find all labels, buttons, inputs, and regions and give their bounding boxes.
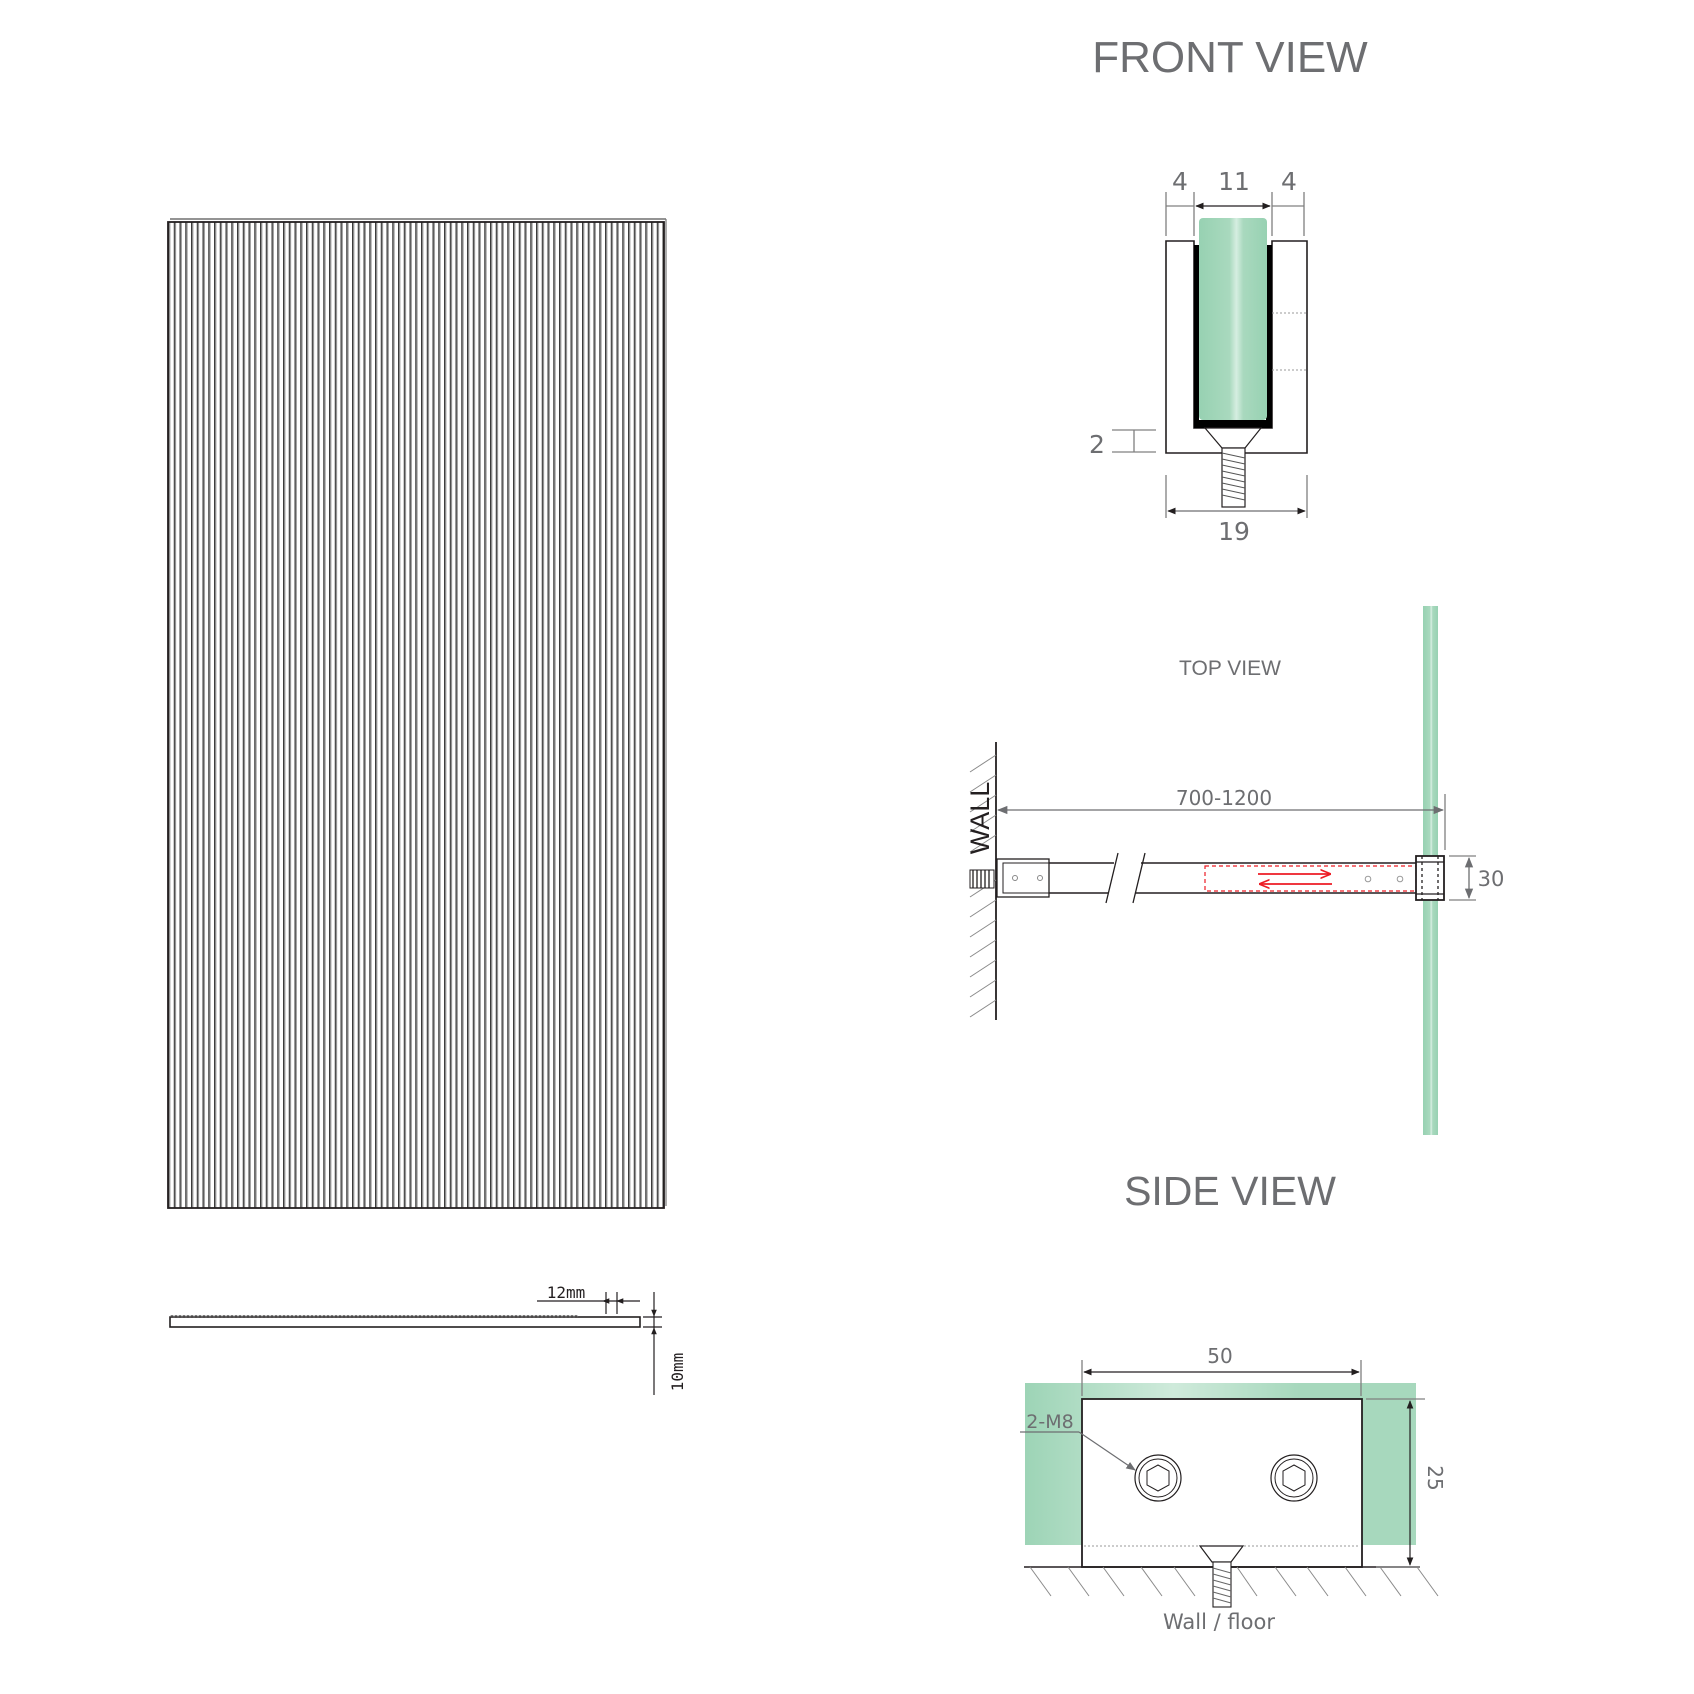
dim-overall-width: 19 bbox=[1218, 517, 1250, 546]
length-range-label: 700-1200 bbox=[1176, 786, 1272, 810]
screw-spec-label: 2-M8 bbox=[1026, 1411, 1073, 1433]
telescopic-inner-bar bbox=[1204, 865, 1417, 892]
set-screw-left bbox=[1134, 1454, 1182, 1502]
floor-hatch bbox=[1029, 1566, 1439, 1597]
side-view-title: SIDE VIEW bbox=[1124, 1168, 1336, 1214]
glass-section bbox=[1199, 218, 1267, 420]
dim-right-wall: 4 bbox=[1281, 167, 1297, 196]
side-view-drawing: 2-M8 50 25 Wall / floor bbox=[1020, 1344, 1447, 1634]
dim-base: 2 bbox=[1089, 430, 1105, 459]
clamp-body bbox=[1081, 1398, 1363, 1568]
fluted-panel-elevation bbox=[167, 218, 667, 1209]
panel-profile: 12mm 10mm bbox=[169, 1283, 687, 1395]
dim-left-wall: 4 bbox=[1172, 167, 1188, 196]
glass-clamp bbox=[1415, 855, 1445, 901]
profile-wave bbox=[169, 1315, 579, 1318]
front-view-drawing: 4 11 4 2 19 bbox=[1089, 167, 1308, 546]
wall-mount-block bbox=[996, 858, 1050, 898]
dim-channel: 11 bbox=[1218, 167, 1250, 196]
wall-label: WALL bbox=[965, 782, 995, 855]
height-dim-label: 25 bbox=[1423, 1465, 1447, 1490]
width-dim-label: 50 bbox=[1207, 1344, 1232, 1368]
panel-outline bbox=[167, 221, 665, 1209]
profile-thickness-label: 10mm bbox=[668, 1353, 687, 1392]
flute-lines bbox=[168, 222, 664, 1208]
top-view-title: TOP VIEW bbox=[1179, 657, 1281, 680]
set-screw-right bbox=[1270, 1454, 1318, 1502]
top-view-drawing: WALL 700-1 bbox=[965, 606, 1504, 1135]
clamp-height-label: 30 bbox=[1478, 867, 1505, 891]
mount-surface-label: Wall / floor bbox=[1163, 1610, 1275, 1634]
profile-strip bbox=[169, 1316, 641, 1328]
profile-pitch-label: 12mm bbox=[547, 1283, 586, 1302]
front-view-title: FRONT VIEW bbox=[1092, 33, 1368, 82]
